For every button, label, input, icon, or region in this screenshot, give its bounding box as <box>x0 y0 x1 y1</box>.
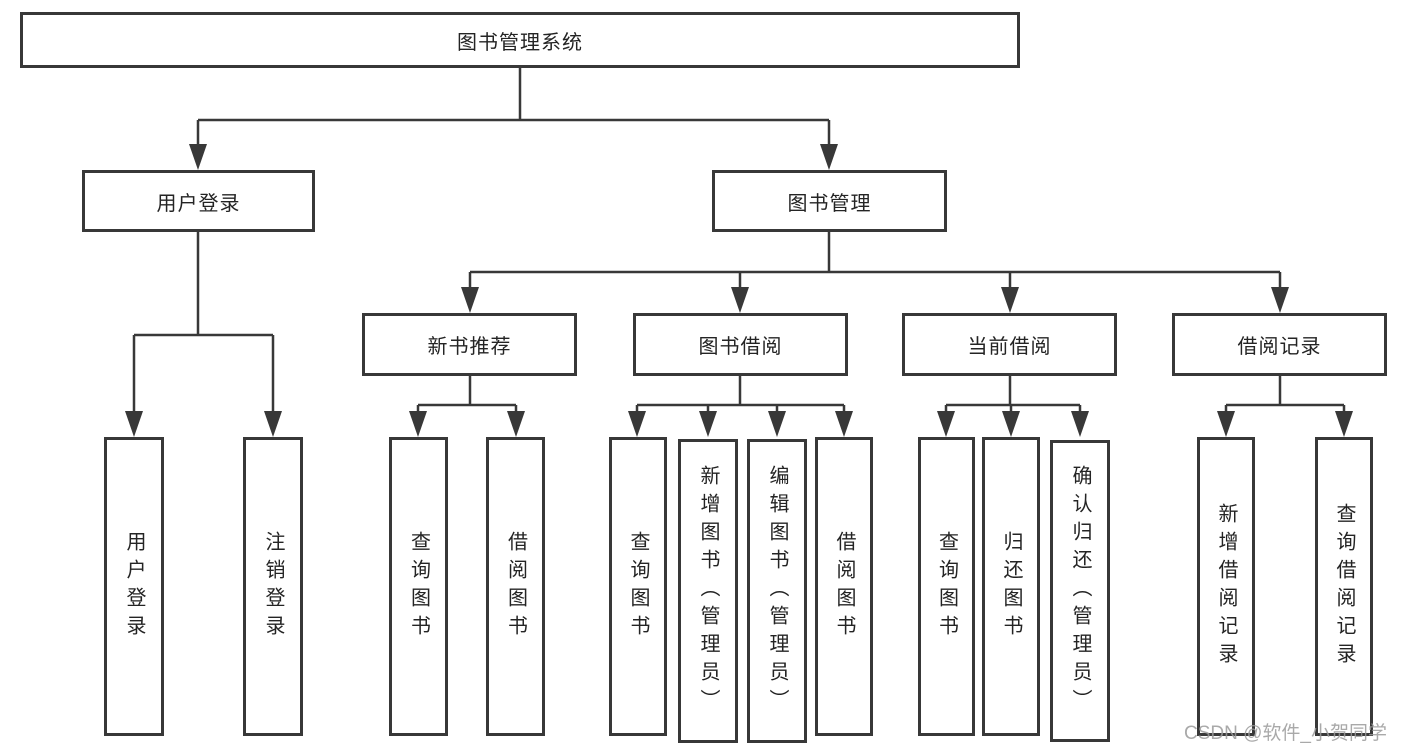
leaf-current-return-books: 归还图书 <box>982 437 1040 736</box>
leaf-newbook-borrow-books: 借阅图书 <box>486 437 545 736</box>
node-label: 用户登录 <box>156 192 241 215</box>
leaf-records-query-record: 查询借阅记录 <box>1315 437 1373 736</box>
leaf-borrow-add-books-admin: 新增图书（管理员） <box>678 439 738 743</box>
node-new-book-recommend: 新书推荐 <box>362 313 577 376</box>
connector-root-to-level2 <box>189 68 838 170</box>
connector-records-to-leaves <box>1217 376 1353 437</box>
node-label: 查询图书 <box>407 530 430 643</box>
node-label: 新增图书（管理员） <box>697 465 719 717</box>
leaf-newbook-query-books: 查询图书 <box>389 437 448 736</box>
node-label: 注销登录 <box>262 530 284 643</box>
node-borrowing-records: 借阅记录 <box>1172 313 1387 376</box>
node-label: 图书管理 <box>787 192 872 215</box>
leaf-records-add-record: 新增借阅记录 <box>1197 437 1255 736</box>
node-label: 编辑图书（管理员） <box>766 465 788 717</box>
node-label: 新增借阅记录 <box>1215 502 1237 671</box>
connector-current-to-leaves <box>937 376 1089 437</box>
connector-borrow-to-leaves <box>628 376 853 437</box>
node-label: 归还图书 <box>1000 530 1022 643</box>
leaf-borrow-query-books: 查询图书 <box>609 437 667 736</box>
node-label: 当前借阅 <box>967 336 1052 358</box>
node-label: 新书推荐 <box>427 336 512 358</box>
node-label: 确认归还（管理员） <box>1069 465 1091 717</box>
node-book-borrowing: 图书借阅 <box>633 313 848 376</box>
csdn-watermark: CSDN @软件_小贺同学 <box>1184 723 1387 744</box>
connector-book-mgmt-to-level3 <box>461 232 1289 313</box>
node-label: 查询图书 <box>627 530 649 643</box>
connector-new-book-to-leaves <box>409 376 525 437</box>
node-label: 借阅图书 <box>504 530 527 643</box>
node-user-login: 用户登录 <box>82 170 315 232</box>
node-current-borrowing: 当前借阅 <box>902 313 1117 376</box>
leaf-borrow-edit-books-admin: 编辑图书（管理员） <box>747 439 807 743</box>
node-root-system: 图书管理系统 <box>20 12 1020 68</box>
node-label: 查询借阅记录 <box>1333 502 1355 671</box>
leaf-borrow-borrow-books: 借阅图书 <box>815 437 873 736</box>
node-label: 图书借阅 <box>698 336 783 358</box>
connector-user-login-to-leaves <box>125 232 282 437</box>
node-label: 用户登录 <box>123 530 145 643</box>
leaf-current-confirm-return-admin: 确认归还（管理员） <box>1050 440 1110 742</box>
leaf-user-login: 用户登录 <box>104 437 164 736</box>
leaf-current-query-books: 查询图书 <box>918 437 975 736</box>
node-label: 图书管理系统 <box>457 31 583 54</box>
node-book-management: 图书管理 <box>712 170 947 232</box>
node-label: 查询图书 <box>935 530 958 643</box>
node-label: 借阅图书 <box>833 530 855 643</box>
leaf-logout: 注销登录 <box>243 437 303 736</box>
node-label: 借阅记录 <box>1237 336 1322 358</box>
